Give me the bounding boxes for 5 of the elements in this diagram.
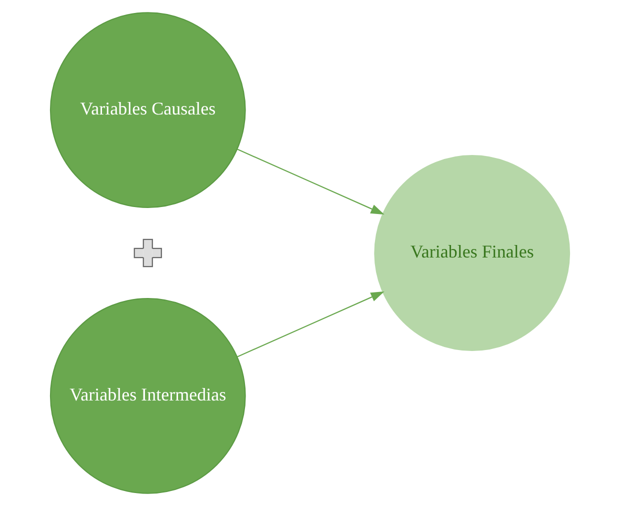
- node-circle: Variables Causales: [49, 12, 246, 208]
- arrow: [236, 291, 384, 358]
- node-circle: Variables Intermedias: [49, 298, 246, 494]
- arrow: [236, 148, 384, 215]
- node-circle: Variables Finales: [374, 155, 570, 351]
